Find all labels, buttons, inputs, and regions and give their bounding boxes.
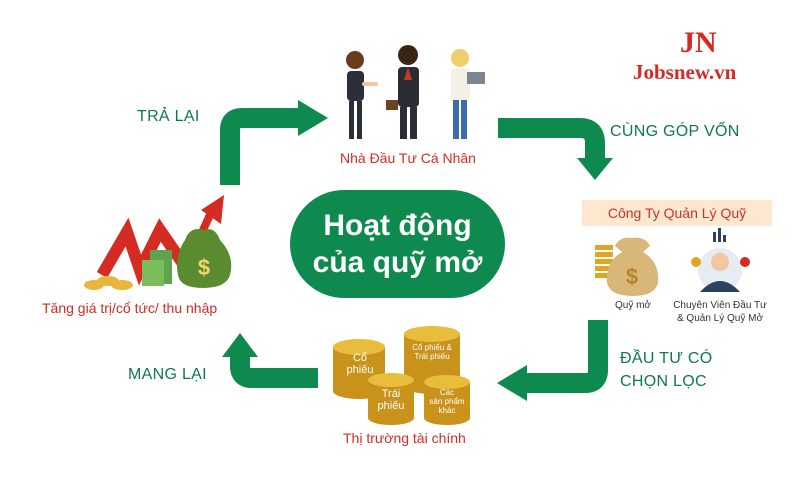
coin-mixed-label: Cổ phiếu & Trái phiếu — [406, 343, 458, 362]
brand-logo: JN — [680, 26, 717, 59]
specialist-label-line2: & Quản Lý Quỹ Mở — [676, 313, 764, 324]
flow-invest-label-line1: ĐẦU TƯ CÓ — [620, 350, 713, 367]
coin-stocks-line1: Cổ — [352, 352, 368, 364]
coin-stocks-line2: phiếu — [346, 364, 374, 377]
market-label: Thị trường tài chính — [343, 430, 466, 446]
arrow-icon — [222, 333, 258, 357]
money-bag-icon: $ — [595, 237, 659, 296]
arrow-icon — [220, 108, 300, 185]
flow-contribute-label: CÙNG GÓP VỐN — [610, 123, 740, 140]
coin-other-line3: khác — [438, 405, 456, 415]
growth-chart-icon: $ — [84, 195, 232, 290]
coin-bonds-label: Trái phiếu — [370, 388, 412, 412]
coin-stack-icon — [333, 326, 470, 425]
flow-invest-label-line2: CHỌN LỌC — [620, 373, 707, 390]
dollar-icon: $ — [198, 255, 210, 280]
arrow-icon — [298, 100, 328, 136]
logo-letters: JN — [680, 26, 717, 59]
arrow-icon — [577, 158, 613, 180]
coin-bonds-line1: Trái — [381, 388, 401, 400]
arrow-icon — [230, 355, 318, 388]
coin-other-label: Các sản phẩm khác — [425, 388, 469, 415]
arrow-icon — [498, 118, 605, 160]
coin-other-line2: sản phẩm — [429, 396, 465, 406]
coin-other-line1: Các — [439, 388, 455, 397]
investors-illustration — [346, 45, 485, 139]
arrow-icon — [525, 320, 608, 393]
center-title-line2: của quỹ mở — [312, 246, 483, 279]
open-fund-label: Quỹ mở — [614, 300, 651, 311]
coin-bonds-line2: phiếu — [377, 400, 405, 413]
center-title-line1: Hoạt động — [323, 208, 472, 242]
growth-label: Tăng giá trị/cổ tức/ thu nhập — [42, 300, 218, 316]
coin-mixed-line2: Trái phiếu — [414, 351, 450, 361]
flow-return-label: TRẢ LẠI — [137, 108, 200, 125]
coin-stocks-label: Cổ phiếu — [342, 352, 378, 376]
specialist-label-line1: Chuyên Viên Đầu Tư — [673, 300, 767, 311]
coin-mixed-line1: Cổ phiếu & — [412, 343, 452, 352]
fund-company-label: Công Ty Quản Lý Quỹ — [607, 205, 747, 221]
flow-bring-back-label: MANG LẠI — [128, 366, 207, 383]
site-name: Jobsnew.vn — [633, 60, 737, 84]
center-title: Hoạt động của quỹ mở — [290, 190, 505, 298]
arrow-icon — [497, 365, 527, 401]
specialist-icon — [691, 228, 750, 292]
fund-company-box: Công Ty Quản Lý Quỹ — [582, 200, 772, 226]
investors-label: Nhà Đầu Tư Cá Nhân — [340, 150, 476, 166]
dollar-icon: $ — [626, 264, 638, 289]
